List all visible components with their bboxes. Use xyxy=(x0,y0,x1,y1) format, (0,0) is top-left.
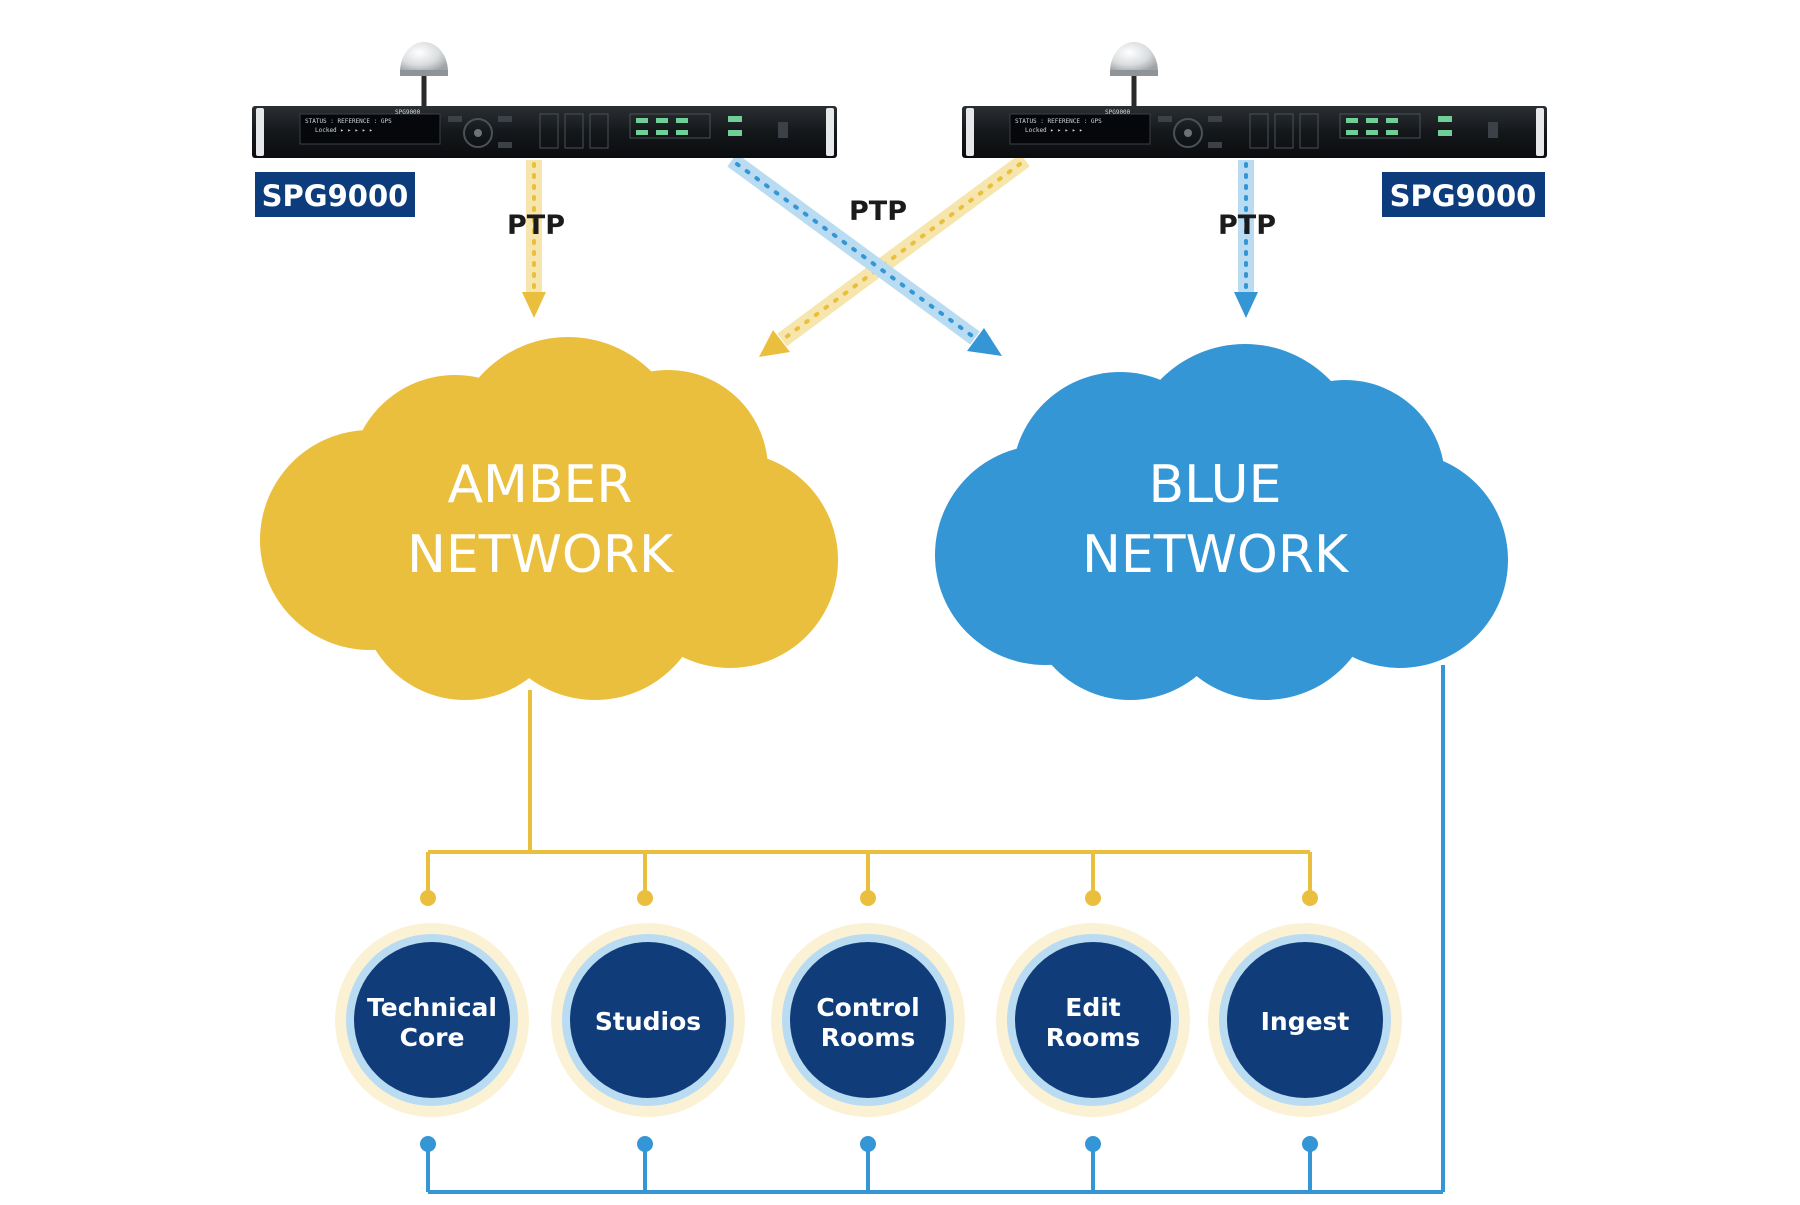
amber-bus-connectors xyxy=(420,890,1318,906)
gps-antenna-icon xyxy=(400,42,448,72)
spg9000-device-left: STATUS : REFERENCE : GPS Locked ▸ ▸ ▸ ▸ … xyxy=(252,42,837,217)
node-studios: Studios xyxy=(551,923,745,1117)
blue-network-line2: NETWORK xyxy=(1082,525,1350,585)
amber-network-line2: NETWORK xyxy=(407,525,675,585)
blue-distribution-bus xyxy=(426,665,1445,1194)
spg9000-device-right: STATUS : REFERENCE : GPS Locked ▸ ▸ ▸ ▸ … xyxy=(962,42,1547,217)
amber-distribution-bus xyxy=(426,690,1312,898)
device-screen-line1: STATUS : REFERENCE : GPS xyxy=(1015,118,1102,125)
spg9000-badge-right-text: SPG9000 xyxy=(1390,179,1537,213)
spg9000-badge-right xyxy=(1382,172,1545,217)
device-screen-line2: Locked ▸ ▸ ▸ ▸ ▸ xyxy=(315,127,373,134)
gps-antenna-icon xyxy=(1110,42,1158,72)
amber-network-cloud: AMBER NETWORK xyxy=(260,337,838,700)
node-technical-core: Technical Core xyxy=(335,923,529,1117)
blue-bus-connectors xyxy=(420,1136,1318,1152)
node-control-rooms: Control Rooms xyxy=(771,923,965,1117)
ptp-arrow-cross-blue xyxy=(727,153,1002,356)
node-control-rooms-line1: Control xyxy=(816,993,919,1022)
blue-network-cloud: BLUE NETWORK xyxy=(935,344,1508,700)
ptp-arrow-left xyxy=(522,160,546,318)
spg9000-badge-left-text: SPG9000 xyxy=(262,179,409,213)
device-model-label: SPG9000 xyxy=(1105,109,1131,116)
node-control-rooms-line2: Rooms xyxy=(821,1023,916,1052)
node-edit-rooms-line1: Edit xyxy=(1065,993,1121,1022)
node-technical-core-line1: Technical xyxy=(367,993,497,1022)
device-screen-line2: Locked ▸ ▸ ▸ ▸ ▸ xyxy=(1025,127,1083,134)
spg9000-badge-left xyxy=(255,172,415,217)
ptp-arrow-right xyxy=(1234,160,1258,318)
node-edit-rooms: Edit Rooms xyxy=(996,923,1190,1117)
ptp-label-left: PTP xyxy=(507,210,565,241)
blue-network-line1: BLUE xyxy=(1149,455,1282,515)
amber-network-line1: AMBER xyxy=(447,455,632,515)
node-studios-line1: Studios xyxy=(595,1007,701,1036)
device-screen-line1: STATUS : REFERENCE : GPS xyxy=(305,118,392,125)
ptp-arrow-cross-amber xyxy=(759,153,1030,357)
node-ingest: Ingest xyxy=(1208,923,1402,1117)
device-model-label: SPG9000 xyxy=(395,109,421,116)
node-ingest-line1: Ingest xyxy=(1261,1007,1350,1036)
node-edit-rooms-line2: Rooms xyxy=(1046,1023,1141,1052)
ptp-label-cross: PTP xyxy=(849,196,907,227)
ptp-label-right: PTP xyxy=(1218,210,1276,241)
node-technical-core-line2: Core xyxy=(400,1023,465,1052)
